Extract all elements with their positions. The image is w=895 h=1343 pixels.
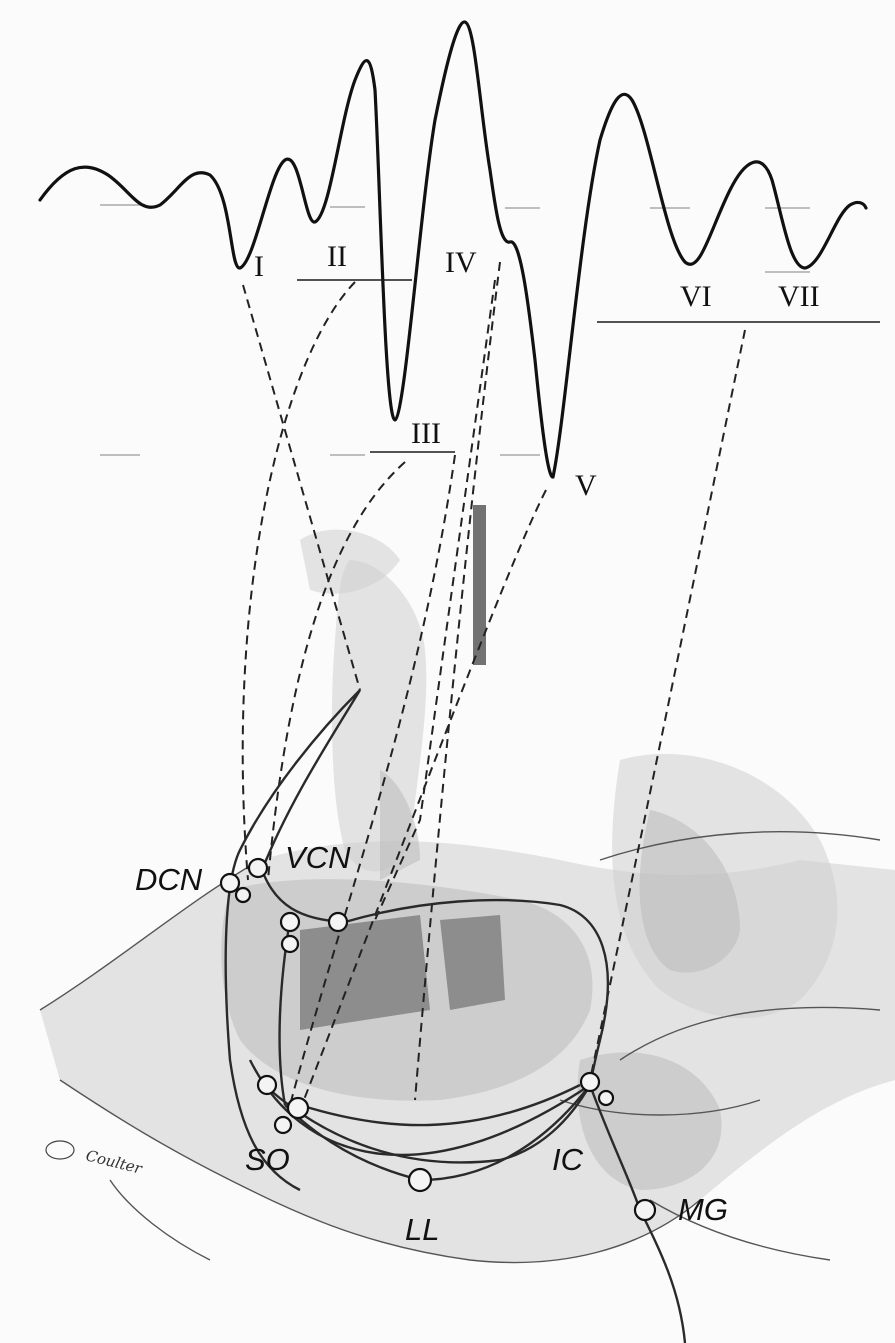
dcn-node-2 (236, 888, 250, 902)
label-ll: LL (405, 1212, 439, 1247)
wave-label-v: V (575, 469, 597, 502)
so-node-3 (329, 913, 347, 931)
so-node-4 (258, 1076, 276, 1094)
so-node-5 (288, 1098, 308, 1118)
ic-node (581, 1073, 599, 1091)
so-node-1 (281, 913, 299, 931)
label-vcn: VCN (285, 840, 351, 875)
label-dcn: DCN (135, 862, 203, 897)
wave-label-vii: VII (778, 280, 820, 313)
background-tick-marks (100, 205, 810, 455)
wave-label-iv: IV (445, 246, 477, 279)
wave-label-vi: VI (680, 280, 712, 313)
wave-label-i: I (254, 250, 264, 283)
artist-signature: Coulter (46, 1141, 145, 1178)
ic-node-2 (599, 1091, 613, 1105)
mg-node (635, 1200, 655, 1220)
label-so: SO (245, 1142, 290, 1177)
wave-label-iii: III (411, 417, 441, 450)
ll-node (409, 1169, 431, 1191)
signature-text: Coulter (84, 1146, 145, 1177)
label-mg: MG (678, 1192, 728, 1227)
label-ic: IC (552, 1142, 584, 1177)
so-node-2 (282, 936, 298, 952)
wave-label-ii: II (327, 240, 347, 273)
vcn-node (249, 859, 267, 877)
dcn-node (221, 874, 239, 892)
so-node-6 (275, 1117, 291, 1133)
